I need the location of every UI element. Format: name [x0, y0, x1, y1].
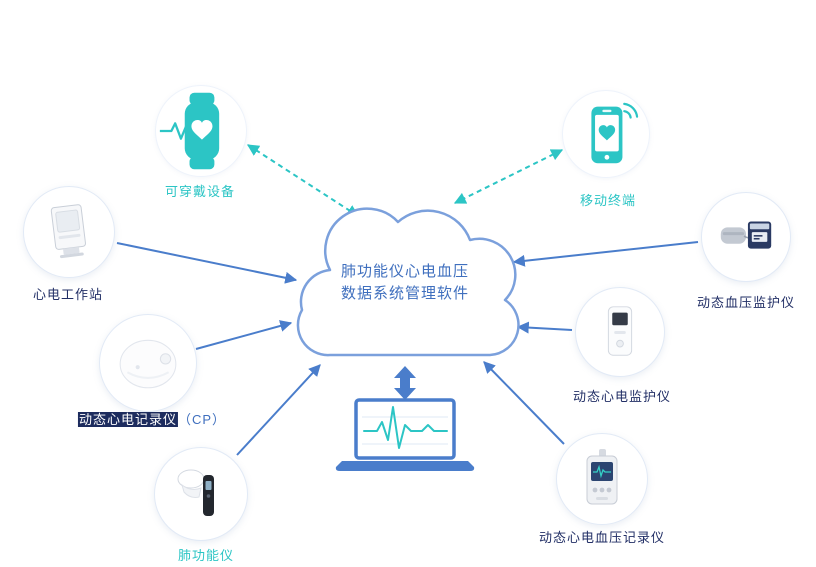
node-ecg-bp-recorder	[556, 433, 648, 525]
wearable-label: 可穿戴设备	[164, 184, 236, 199]
node-cp-recorder	[99, 314, 197, 412]
cp-recorder-label-suffix: （CP）	[177, 412, 227, 427]
ecg-bp-recorder-label: 动态心电血压记录仪	[538, 530, 666, 545]
node-bp-monitor	[701, 192, 791, 282]
smartwatch-icon	[159, 92, 220, 170]
node-ecg-workstation	[23, 186, 115, 278]
smartphone-icon	[591, 102, 639, 164]
link-cp-cloud	[195, 320, 293, 350]
holter-recorder-icon	[119, 339, 177, 389]
link-recorder-cloud	[483, 361, 565, 445]
ecg-workstation-label: 心电工作站	[32, 287, 104, 302]
link-ecgmonitor-cloud	[516, 321, 573, 334]
cp-recorder-label: 动态心电记录仪（CP）	[77, 409, 227, 428]
link-wearable-cloud	[246, 144, 360, 217]
link-cloud-laptop	[394, 366, 416, 400]
cloud-shape	[296, 207, 520, 357]
link-workstation-cloud	[116, 242, 298, 284]
cloud-title-line2: 数据系统管理软件	[340, 285, 470, 302]
ecg-workstation-icon	[50, 204, 86, 259]
laptop-icon	[335, 398, 475, 471]
bp-monitor-label: 动态血压监护仪	[696, 295, 796, 310]
mobile-label: 移动终端	[579, 193, 637, 208]
node-mobile	[562, 90, 650, 178]
spirometer-icon	[177, 469, 214, 516]
ecg-monitor-icon	[607, 306, 633, 356]
node-pulmonary	[154, 447, 248, 541]
ecg-bp-recorder-icon	[586, 449, 618, 505]
ecg-monitor-label: 动态心电监护仪	[572, 389, 672, 404]
link-mobile-cloud	[453, 149, 564, 204]
node-wearable	[155, 85, 247, 177]
cloud-title-line1: 肺功能仪心电血压	[340, 263, 470, 280]
cp-recorder-label-main: 动态心电记录仪	[77, 412, 178, 427]
node-ecg-monitor	[575, 287, 665, 377]
bp-monitor-icon	[720, 221, 772, 249]
link-pulmonary-cloud	[236, 364, 321, 456]
pulmonary-label: 肺功能仪	[177, 548, 235, 563]
cloud-title: 肺功能仪心电血压 数据系统管理软件	[341, 261, 469, 305]
link-bp-cloud	[512, 241, 699, 267]
